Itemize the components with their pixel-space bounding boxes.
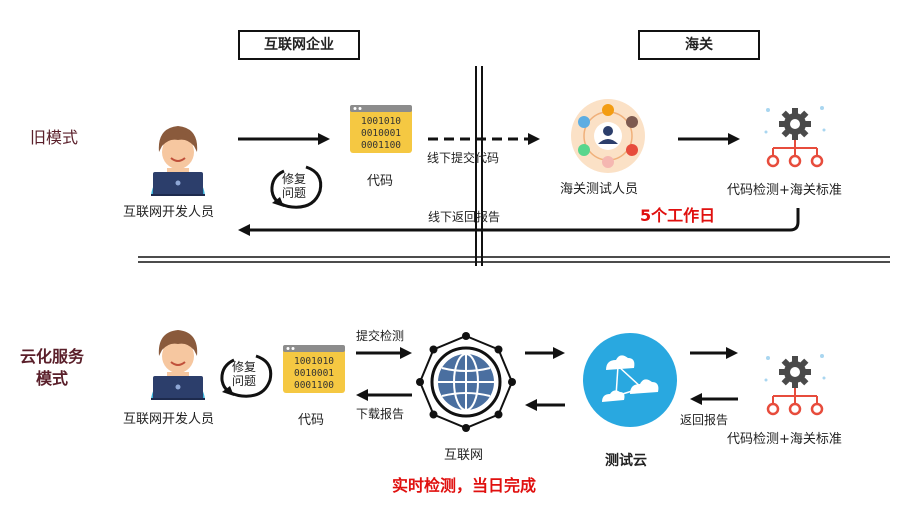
- globe-icon: [416, 332, 516, 432]
- code-line: 0001100: [361, 140, 401, 151]
- arrow-from-cloud: [525, 399, 565, 411]
- arrow-cloud-to-check: [690, 347, 738, 359]
- arrow-to-cloud: [525, 347, 565, 359]
- download-label: 下载报告: [356, 407, 405, 421]
- fix-loop-icon: [220, 354, 273, 398]
- header-customs: 海关: [638, 30, 760, 60]
- cloud-fix-label: 修复 问题: [232, 360, 257, 388]
- test-cloud-label: 测试云: [605, 453, 647, 469]
- old-fix-label: 修复 问题: [282, 172, 307, 200]
- old-mode-label: 旧模式: [30, 128, 79, 147]
- developer-icon: [151, 126, 205, 196]
- cloud-code-label: 代码: [298, 413, 325, 428]
- code-line: 0001100: [294, 380, 334, 391]
- code-line: 1001010: [361, 116, 401, 127]
- fix-loop-icon: [270, 165, 323, 209]
- realtime-label: 实时检测，当日完成: [392, 476, 537, 495]
- old-developer-label: 互联网开发人员: [123, 205, 215, 220]
- cloud-developer-label: 互联网开发人员: [123, 412, 215, 427]
- gear-network-icon: [764, 106, 826, 168]
- horizontal-divider: [138, 256, 890, 263]
- old-check-label: 代码检测+海关标准: [727, 183, 842, 198]
- arrow-tester-to-check: [678, 133, 740, 145]
- code-line: 0010001: [361, 128, 401, 139]
- offline-return-label: 线下返回报告: [428, 210, 501, 224]
- customs-tester-label: 海关测试人员: [560, 182, 639, 197]
- old-code-label: 代码: [367, 174, 394, 189]
- developer-icon: [151, 330, 205, 400]
- submit-label: 提交检测: [356, 329, 405, 343]
- arrow-download: [356, 389, 412, 401]
- code-file-icon: 1001010 0010001 0001100: [283, 345, 345, 393]
- cloud-check-label: 代码检测+海关标准: [727, 432, 842, 447]
- arrow-check-to-cloud: [690, 393, 738, 405]
- gear-network-icon: [764, 354, 826, 416]
- arrow-dev-to-code: [238, 133, 330, 145]
- header-internet-enterprise: 互联网企业: [238, 30, 360, 60]
- cloud-mode-label: 云化服务 模式: [20, 347, 85, 388]
- arrow-offline-return: [238, 208, 800, 236]
- offline-submit-label: 线下提交代码: [427, 151, 500, 165]
- customs-tester-icon: [571, 99, 645, 173]
- internet-label: 互联网: [444, 448, 484, 463]
- code-line: 1001010: [294, 356, 334, 367]
- return-report-label: 返回报告: [680, 413, 729, 427]
- arrow-submit: [356, 347, 412, 359]
- arrow-offline-submit: [428, 133, 540, 145]
- code-file-icon: 1001010 0010001 0001100: [350, 105, 412, 153]
- vertical-divider: [475, 66, 483, 266]
- test-cloud-icon: [583, 333, 677, 427]
- code-line: 0010001: [294, 368, 334, 379]
- five-workdays-label: 5个工作日: [640, 206, 716, 225]
